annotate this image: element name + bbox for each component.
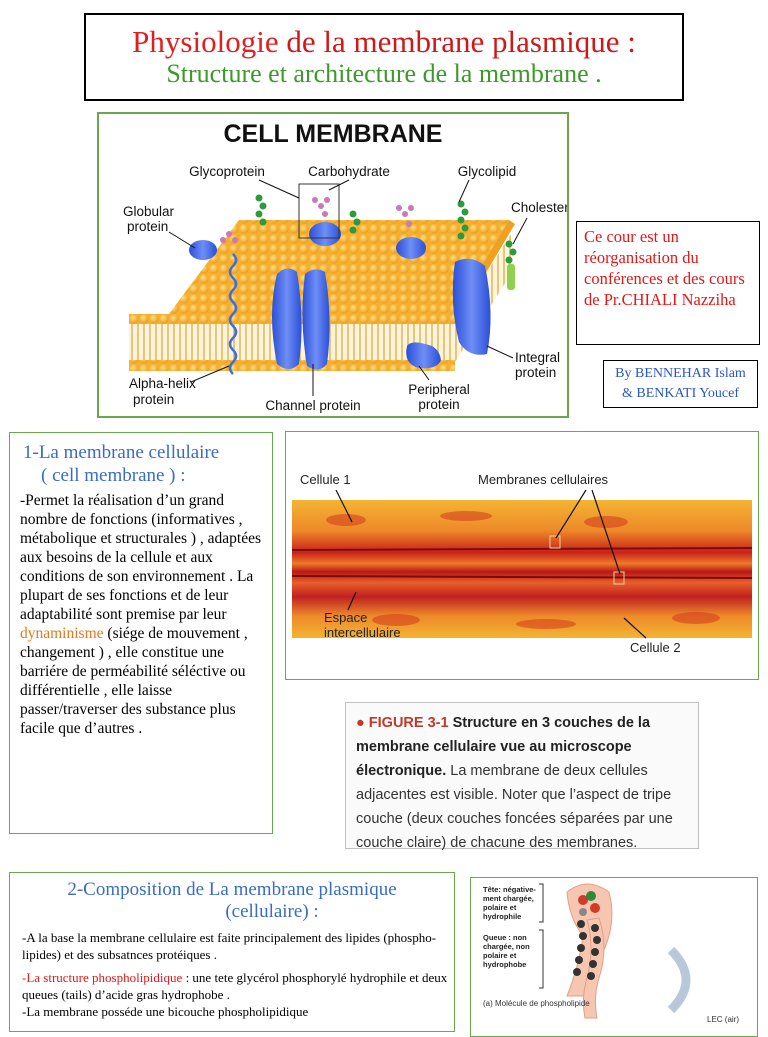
label-peripheral-2: protein xyxy=(418,397,459,412)
label-glycolipid: Glycolipid xyxy=(458,164,517,179)
phospholipid-caption: (a) Molécule de phospholipide xyxy=(483,999,590,1008)
dynaminisme-highlight: dynaminisme xyxy=(20,625,104,642)
phospholipid-atoms xyxy=(573,891,601,980)
section-2-p2-highlight: -La structure phospholipidique xyxy=(22,970,183,985)
leader-lines xyxy=(168,179,528,396)
label-tete: Tête: négative- xyxy=(483,885,536,894)
section-2-title-line2: (cellulaire) : xyxy=(225,901,319,922)
section-2: 2-Composition de La membrane plasmique (… xyxy=(9,872,455,1032)
author-2: & BENKATI Youcef xyxy=(621,386,740,401)
cell-membrane-figure: CELL MEMBRANE xyxy=(97,112,579,418)
label-globular: Globular xyxy=(123,204,175,219)
section-2-title: 2-Composition de La membrane plasmique (… xyxy=(10,873,454,923)
label-espace: Espace xyxy=(324,610,367,625)
course-note: Ce cour est un réorganisation du confére… xyxy=(576,221,760,345)
label-glycoprotein: Glycoprotein xyxy=(189,164,265,179)
title-box: Physiologie de la membrane plasmique : S… xyxy=(84,13,684,101)
label-queue-2: chargée, non xyxy=(483,942,530,951)
label-queue-4: hydrophobe xyxy=(483,960,526,969)
channel-protein-shape xyxy=(272,268,302,369)
figure-3-1-text: La membrane de deux cellules adjacentes … xyxy=(356,763,673,851)
label-cellule-1: Cellule 1 xyxy=(300,472,351,487)
globular-protein-shape xyxy=(189,240,217,260)
section-1-title-line2: ( cell membrane ) : xyxy=(41,465,186,486)
label-carbohydrate: Carbohydrate xyxy=(308,164,390,179)
label-alpha-helix-2: protein xyxy=(133,392,174,407)
label-tete-4: hydrophile xyxy=(483,912,521,921)
arrow-shape xyxy=(667,946,691,1014)
section-1-title-line1: 1-La membrane cellulaire xyxy=(23,442,220,463)
cell-membrane-illustration: CELL MEMBRANE xyxy=(123,120,579,413)
main-title-word: Physiologie xyxy=(132,24,279,59)
section-1: 1-La membrane cellulaire ( cell membrane… xyxy=(9,432,273,834)
label-tete-2: ment chargée, xyxy=(483,894,534,903)
section-2-title-line1: 2-Composition de La membrane plasmique xyxy=(67,879,397,900)
figure-heading: CELL MEMBRANE xyxy=(224,120,443,148)
phospholipid-figure: Tête: négative- ment chargée, polaire et… xyxy=(470,877,758,1037)
glycolipid-chains xyxy=(255,194,517,264)
section-2-p3: -La membrane posséde une bicouche phosph… xyxy=(22,1004,309,1019)
label-integral-2: protein xyxy=(515,365,556,380)
micrograph-image: Cellule 1 Membranes cellulaires Espace i… xyxy=(291,472,753,655)
authors-box: By BENNEHAR Islam & BENKATI Youcef xyxy=(603,360,758,408)
label-tete-3: polaire et xyxy=(483,903,517,912)
label-cholesterol: Cholesterol xyxy=(511,200,567,215)
section-1-text-a: -Permet la réalisation d’un grand nombre… xyxy=(20,492,262,623)
alpha-helix-shape xyxy=(228,253,238,375)
label-peripheral: Peripheral xyxy=(408,382,470,397)
section-1-title: 1-La membrane cellulaire ( cell membrane… xyxy=(10,433,272,487)
phospholipid-illustration: Tête: négative- ment chargée, polaire et… xyxy=(483,883,739,1024)
section-1-text-b: (siége de mouvement , changement ) , ell… xyxy=(20,625,248,737)
figure-3-1-caption: ● FIGURE 3-1 Structure en 3 couches de l… xyxy=(345,702,699,851)
cholesterol-shape xyxy=(507,264,515,290)
label-globular-2: protein xyxy=(127,219,168,234)
micrograph-figure: Cellule 1 Membranes cellulaires Espace i… xyxy=(285,431,759,680)
main-title: Physiologie de la membrane plasmique : xyxy=(86,25,682,59)
author-1: By BENNEHAR Islam xyxy=(615,366,746,381)
label-channel: Channel protein xyxy=(265,398,360,413)
label-espace-2: intercellulaire xyxy=(324,625,401,640)
label-integral: Integral xyxy=(515,350,560,365)
label-alpha-helix: Alpha-helix xyxy=(129,376,196,391)
label-queue: Queue : non xyxy=(483,933,527,942)
peripheral-protein-shape xyxy=(406,342,441,369)
section-2-p2: -La structure phospholipidique : une tet… xyxy=(22,969,448,1003)
label-membranes: Membranes cellulaires xyxy=(478,472,609,487)
section-2-p1: -A la base la membrane cellulaire est fa… xyxy=(22,930,437,962)
label-lec: LEC (air) xyxy=(707,1015,739,1024)
carbohydrate-chains xyxy=(220,197,414,243)
subtitle: Structure et architecture de la membrane… xyxy=(166,59,602,88)
label-queue-3: polaire et xyxy=(483,951,517,960)
section-1-body: -Permet la réalisation d’un grand nombre… xyxy=(10,487,272,738)
figure-3-1-label: ● FIGURE 3-1 xyxy=(356,715,449,731)
micrograph-pointers xyxy=(335,489,647,639)
main-title-rest: de la membrane plasmique : xyxy=(278,24,636,59)
figure-3-1-bold: Structure en 3 couches de la membrane ce… xyxy=(356,715,651,779)
section-2-body: -A la base la membrane cellulaire est fa… xyxy=(10,923,454,1020)
label-cellule-2: Cellule 2 xyxy=(630,640,681,655)
integral-protein-shape xyxy=(452,258,491,355)
section-2-p2-text: : une tete glycérol phosphorylé hydrophi… xyxy=(22,970,448,1002)
